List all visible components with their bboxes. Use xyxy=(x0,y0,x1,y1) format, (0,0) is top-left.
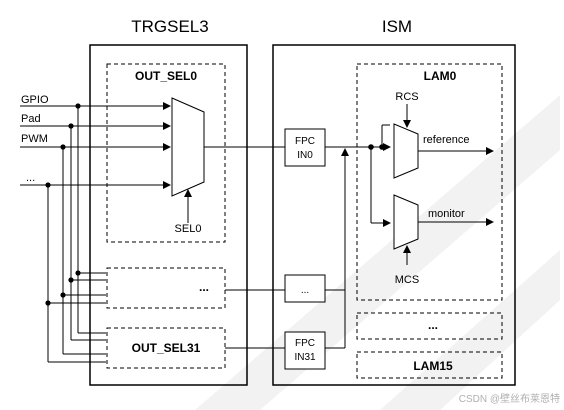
input-pad-label: Pad xyxy=(21,113,41,125)
input-bus xyxy=(20,102,171,363)
out-sel31-box xyxy=(106,327,226,369)
lam15-label: LAM15 xyxy=(413,359,453,373)
fpc-in31-box xyxy=(284,331,326,370)
input-junctions xyxy=(45,103,81,306)
fpc-in0-line1: FPC xyxy=(295,136,315,147)
rcs-label: RCS xyxy=(395,91,418,103)
ism-internal-bus xyxy=(325,124,391,349)
trgsel-to-ism-links xyxy=(204,146,285,349)
mcs-mux xyxy=(393,194,419,250)
out-sel-ellipsis-box xyxy=(106,267,226,309)
fpc-in0-box xyxy=(284,128,326,167)
lam-ellipsis-box xyxy=(356,312,503,340)
fpc-in31-line2: IN31 xyxy=(294,352,316,363)
trgsel-block xyxy=(89,44,248,386)
mcs-label: MCS xyxy=(395,274,419,286)
fpc-in0-line2: IN0 xyxy=(297,150,313,161)
monitor-label: monitor xyxy=(428,208,465,220)
fpc-in31-line1: FPC xyxy=(295,338,315,349)
input-pwm-label: PWM xyxy=(21,133,48,145)
lam15-box xyxy=(356,351,503,379)
fpc-ellipsis-box xyxy=(284,274,326,303)
sel0-label: SEL0 xyxy=(175,223,202,235)
trgsel-title: TRGSEL3 xyxy=(131,17,208,36)
ism-block xyxy=(272,44,516,386)
out-sel0-label: OUT_SEL0 xyxy=(135,69,197,83)
input-ellipsis-label: ... xyxy=(26,172,35,184)
reference-label: reference xyxy=(423,134,469,146)
ism-junctions xyxy=(368,144,385,150)
out-sel0-mux xyxy=(171,97,205,197)
input-gpio-label: GPIO xyxy=(21,94,49,106)
lam0-box xyxy=(356,63,503,301)
ism-title: ISM xyxy=(382,17,412,36)
out-sel0-box xyxy=(106,63,226,243)
rcs-mux xyxy=(393,123,419,179)
out-sel-ellipsis-label: ... xyxy=(199,280,209,294)
watermark-text: CSDN @壁丝布莱恩特 xyxy=(459,392,560,405)
background-watermark xyxy=(195,95,560,410)
out-sel31-label: OUT_SEL31 xyxy=(132,341,201,355)
lam-ellipsis-label: ... xyxy=(428,318,438,332)
fpc-ellipsis-label: ... xyxy=(301,285,309,296)
lam0-label: LAM0 xyxy=(424,69,457,83)
